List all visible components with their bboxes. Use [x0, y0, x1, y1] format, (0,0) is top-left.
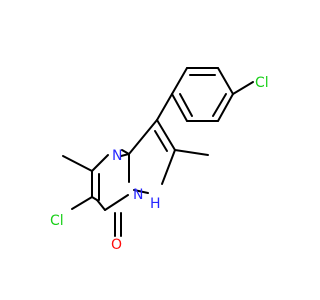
oxygen-label: O — [111, 237, 122, 253]
molecule-structure: Cl N Cl N H O — [50, 67, 269, 253]
bond — [171, 93, 188, 122]
methyl-bond — [174, 149, 209, 156]
bond — [96, 199, 106, 211]
chlorine-label: Cl — [255, 75, 269, 91]
nitrogen-label: N — [112, 148, 122, 164]
bond — [133, 189, 149, 194]
bond — [128, 119, 158, 155]
chlorine-label: Cl — [50, 213, 64, 229]
nitrogen-label: N — [133, 187, 143, 203]
methyl-bond — [62, 155, 93, 172]
bond — [217, 67, 234, 95]
hydrogen-label: H — [150, 196, 161, 212]
bond — [156, 93, 173, 121]
bond — [161, 149, 176, 185]
bond — [104, 194, 129, 211]
bond — [171, 67, 188, 95]
pyrazole-ring — [128, 119, 209, 194]
bond — [217, 93, 234, 122]
chlorophenyl-ring — [171, 67, 254, 122]
bond — [91, 154, 109, 172]
double-bond-inner — [179, 93, 193, 117]
double-bond-inner — [212, 93, 227, 117]
bond-c-cl — [71, 196, 93, 210]
double-bond-inner — [154, 130, 168, 152]
double-bond-outer — [121, 149, 130, 155]
bond — [156, 119, 176, 151]
bond-c-cl — [232, 81, 254, 95]
pyrimidine-ring — [62, 149, 130, 237]
